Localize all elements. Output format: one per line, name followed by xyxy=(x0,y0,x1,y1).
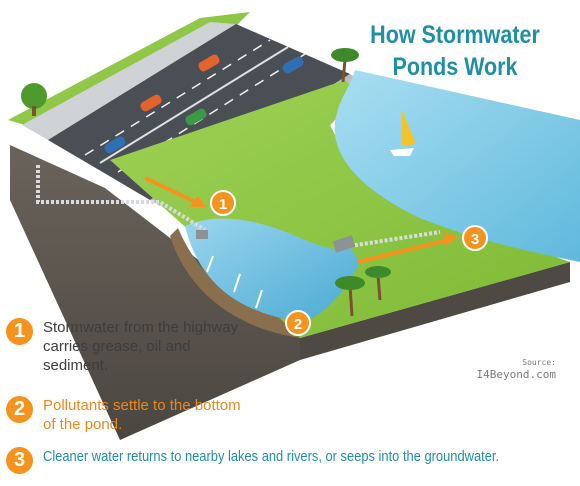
tree-trunk xyxy=(32,106,36,116)
drain-pipe xyxy=(36,165,207,232)
inlet-structure xyxy=(196,230,208,239)
flow-arrow-3 xyxy=(357,238,449,264)
soil-layer-right xyxy=(300,262,570,360)
lake xyxy=(334,70,580,262)
outlet-pipe xyxy=(349,230,441,248)
sailboat xyxy=(390,148,414,156)
step-2: 2 Pollutants settle to the bottom of the… xyxy=(6,396,243,434)
seepage-arrow xyxy=(206,255,214,273)
step-2-number: 2 xyxy=(6,396,33,423)
lane-line xyxy=(84,39,271,156)
soil-layer xyxy=(10,145,300,440)
source-label: Source: xyxy=(522,358,556,367)
step-1-number: 1 xyxy=(6,318,33,345)
step-3-number: 3 xyxy=(6,447,33,474)
car xyxy=(140,94,162,112)
median-line xyxy=(99,46,289,164)
title-line-1: How Stormwater xyxy=(370,21,540,49)
seepage-arrow xyxy=(233,273,241,293)
flow-arrow-1-head xyxy=(190,196,206,207)
car xyxy=(104,136,126,154)
retention-pond xyxy=(185,218,360,322)
flow-arrow-1 xyxy=(144,176,201,206)
marker-2: 2 xyxy=(285,310,311,336)
palm-tree xyxy=(331,48,359,83)
flow-arrow-3-head xyxy=(444,232,458,246)
source-site: I4Beyond.com xyxy=(476,368,556,381)
step-1: 1 Stormwater from the highway carries gr… xyxy=(6,318,243,375)
step-3: 3 Cleaner water returns to nearby lakes … xyxy=(6,447,573,474)
marker-1: 1 xyxy=(210,190,236,216)
palm-tree xyxy=(365,266,391,301)
tree xyxy=(21,83,47,109)
marker-1-label: 1 xyxy=(219,196,227,213)
step-2-text: Pollutants settle to the bottom of the p… xyxy=(43,397,241,433)
grass-field xyxy=(110,80,570,338)
seepage-arrow xyxy=(255,289,263,309)
sail xyxy=(402,110,416,146)
car xyxy=(198,54,220,72)
palm-tree xyxy=(335,276,365,317)
car xyxy=(185,108,207,126)
step-3-text: Cleaner water returns to nearby lakes an… xyxy=(43,448,500,465)
marker-2-label: 2 xyxy=(294,316,302,333)
outfall-structure xyxy=(332,235,356,253)
marker-3: 3 xyxy=(462,225,488,251)
car xyxy=(282,56,304,74)
marker-3-label: 3 xyxy=(471,231,479,248)
sidewalk xyxy=(22,22,236,140)
step-1-text: Stormwater from the highway carries grea… xyxy=(43,319,239,374)
title-line-2: Ponds Work xyxy=(392,53,518,81)
